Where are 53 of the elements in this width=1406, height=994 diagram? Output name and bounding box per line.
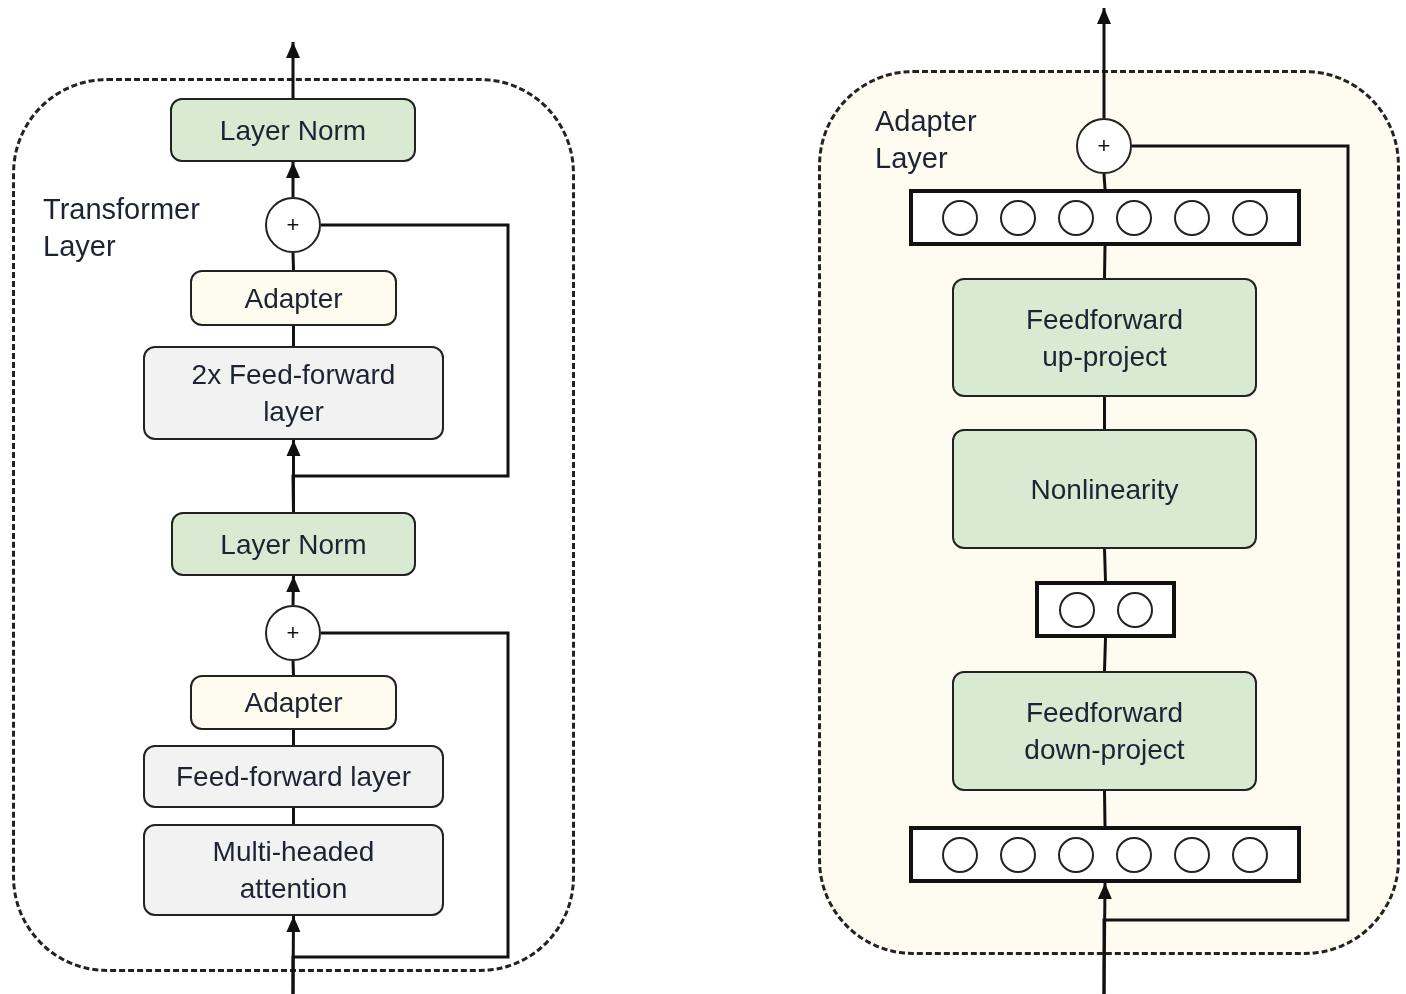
dashed-layer-frame	[12, 78, 575, 972]
plus-sign: +	[286, 622, 300, 644]
connector-line	[291, 660, 295, 676]
connector-line	[1103, 397, 1106, 429]
connector-line	[291, 223, 510, 513]
arrow	[286, 575, 301, 606]
arrow	[286, 916, 301, 994]
connector-line	[1103, 637, 1107, 672]
layer-box	[171, 512, 416, 576]
box-label: Feedforward down-project	[1023, 696, 1186, 767]
connector-line	[1102, 144, 1350, 994]
box-label: Layer Norm	[219, 113, 367, 148]
box-label: Feed-forward layer	[176, 760, 411, 794]
layer-box	[143, 346, 444, 440]
sum-circle	[265, 197, 321, 253]
box-label: 2x Feed-forward layer	[190, 358, 397, 429]
connector-line	[291, 252, 295, 271]
layer-box	[190, 675, 397, 730]
connector-line	[1103, 790, 1107, 827]
neuron-layer	[909, 826, 1301, 883]
layer-box	[143, 824, 444, 916]
arrow	[1097, 8, 1111, 118]
arrow	[286, 162, 300, 197]
connector-line	[292, 808, 295, 824]
neuron-layer	[909, 189, 1301, 246]
plus-sign: +	[286, 214, 300, 236]
box-label: Multi-headed attention	[211, 835, 376, 906]
layer-title: Transformer Layer	[43, 192, 201, 264]
sum-circle	[1076, 118, 1132, 174]
layer-box	[952, 278, 1257, 397]
box-label: Layer Norm	[220, 527, 367, 562]
connector-line	[291, 631, 510, 994]
layer-box	[143, 745, 444, 808]
box-label: Feedforward up-project	[1024, 302, 1185, 374]
connector-line	[292, 730, 295, 745]
arrow	[1097, 883, 1112, 994]
layer-box	[952, 429, 1257, 549]
dashed-layer-frame	[818, 70, 1400, 955]
layer-box	[952, 671, 1257, 791]
box-label: Nonlinearity	[1030, 472, 1179, 507]
layer-title: Adapter Layer	[875, 104, 978, 176]
neuron-layer	[1035, 581, 1176, 638]
connector-line	[1102, 173, 1107, 190]
arrow	[286, 42, 300, 98]
connector-line	[292, 326, 295, 346]
box-label: Adapter	[244, 686, 343, 720]
plus-sign: +	[1097, 135, 1111, 157]
sum-circle	[265, 605, 321, 661]
box-label: Adapter	[244, 281, 343, 316]
layer-box	[190, 270, 397, 326]
connector-line	[1103, 548, 1107, 582]
layer-box	[170, 98, 416, 162]
connector-line	[1103, 245, 1107, 279]
